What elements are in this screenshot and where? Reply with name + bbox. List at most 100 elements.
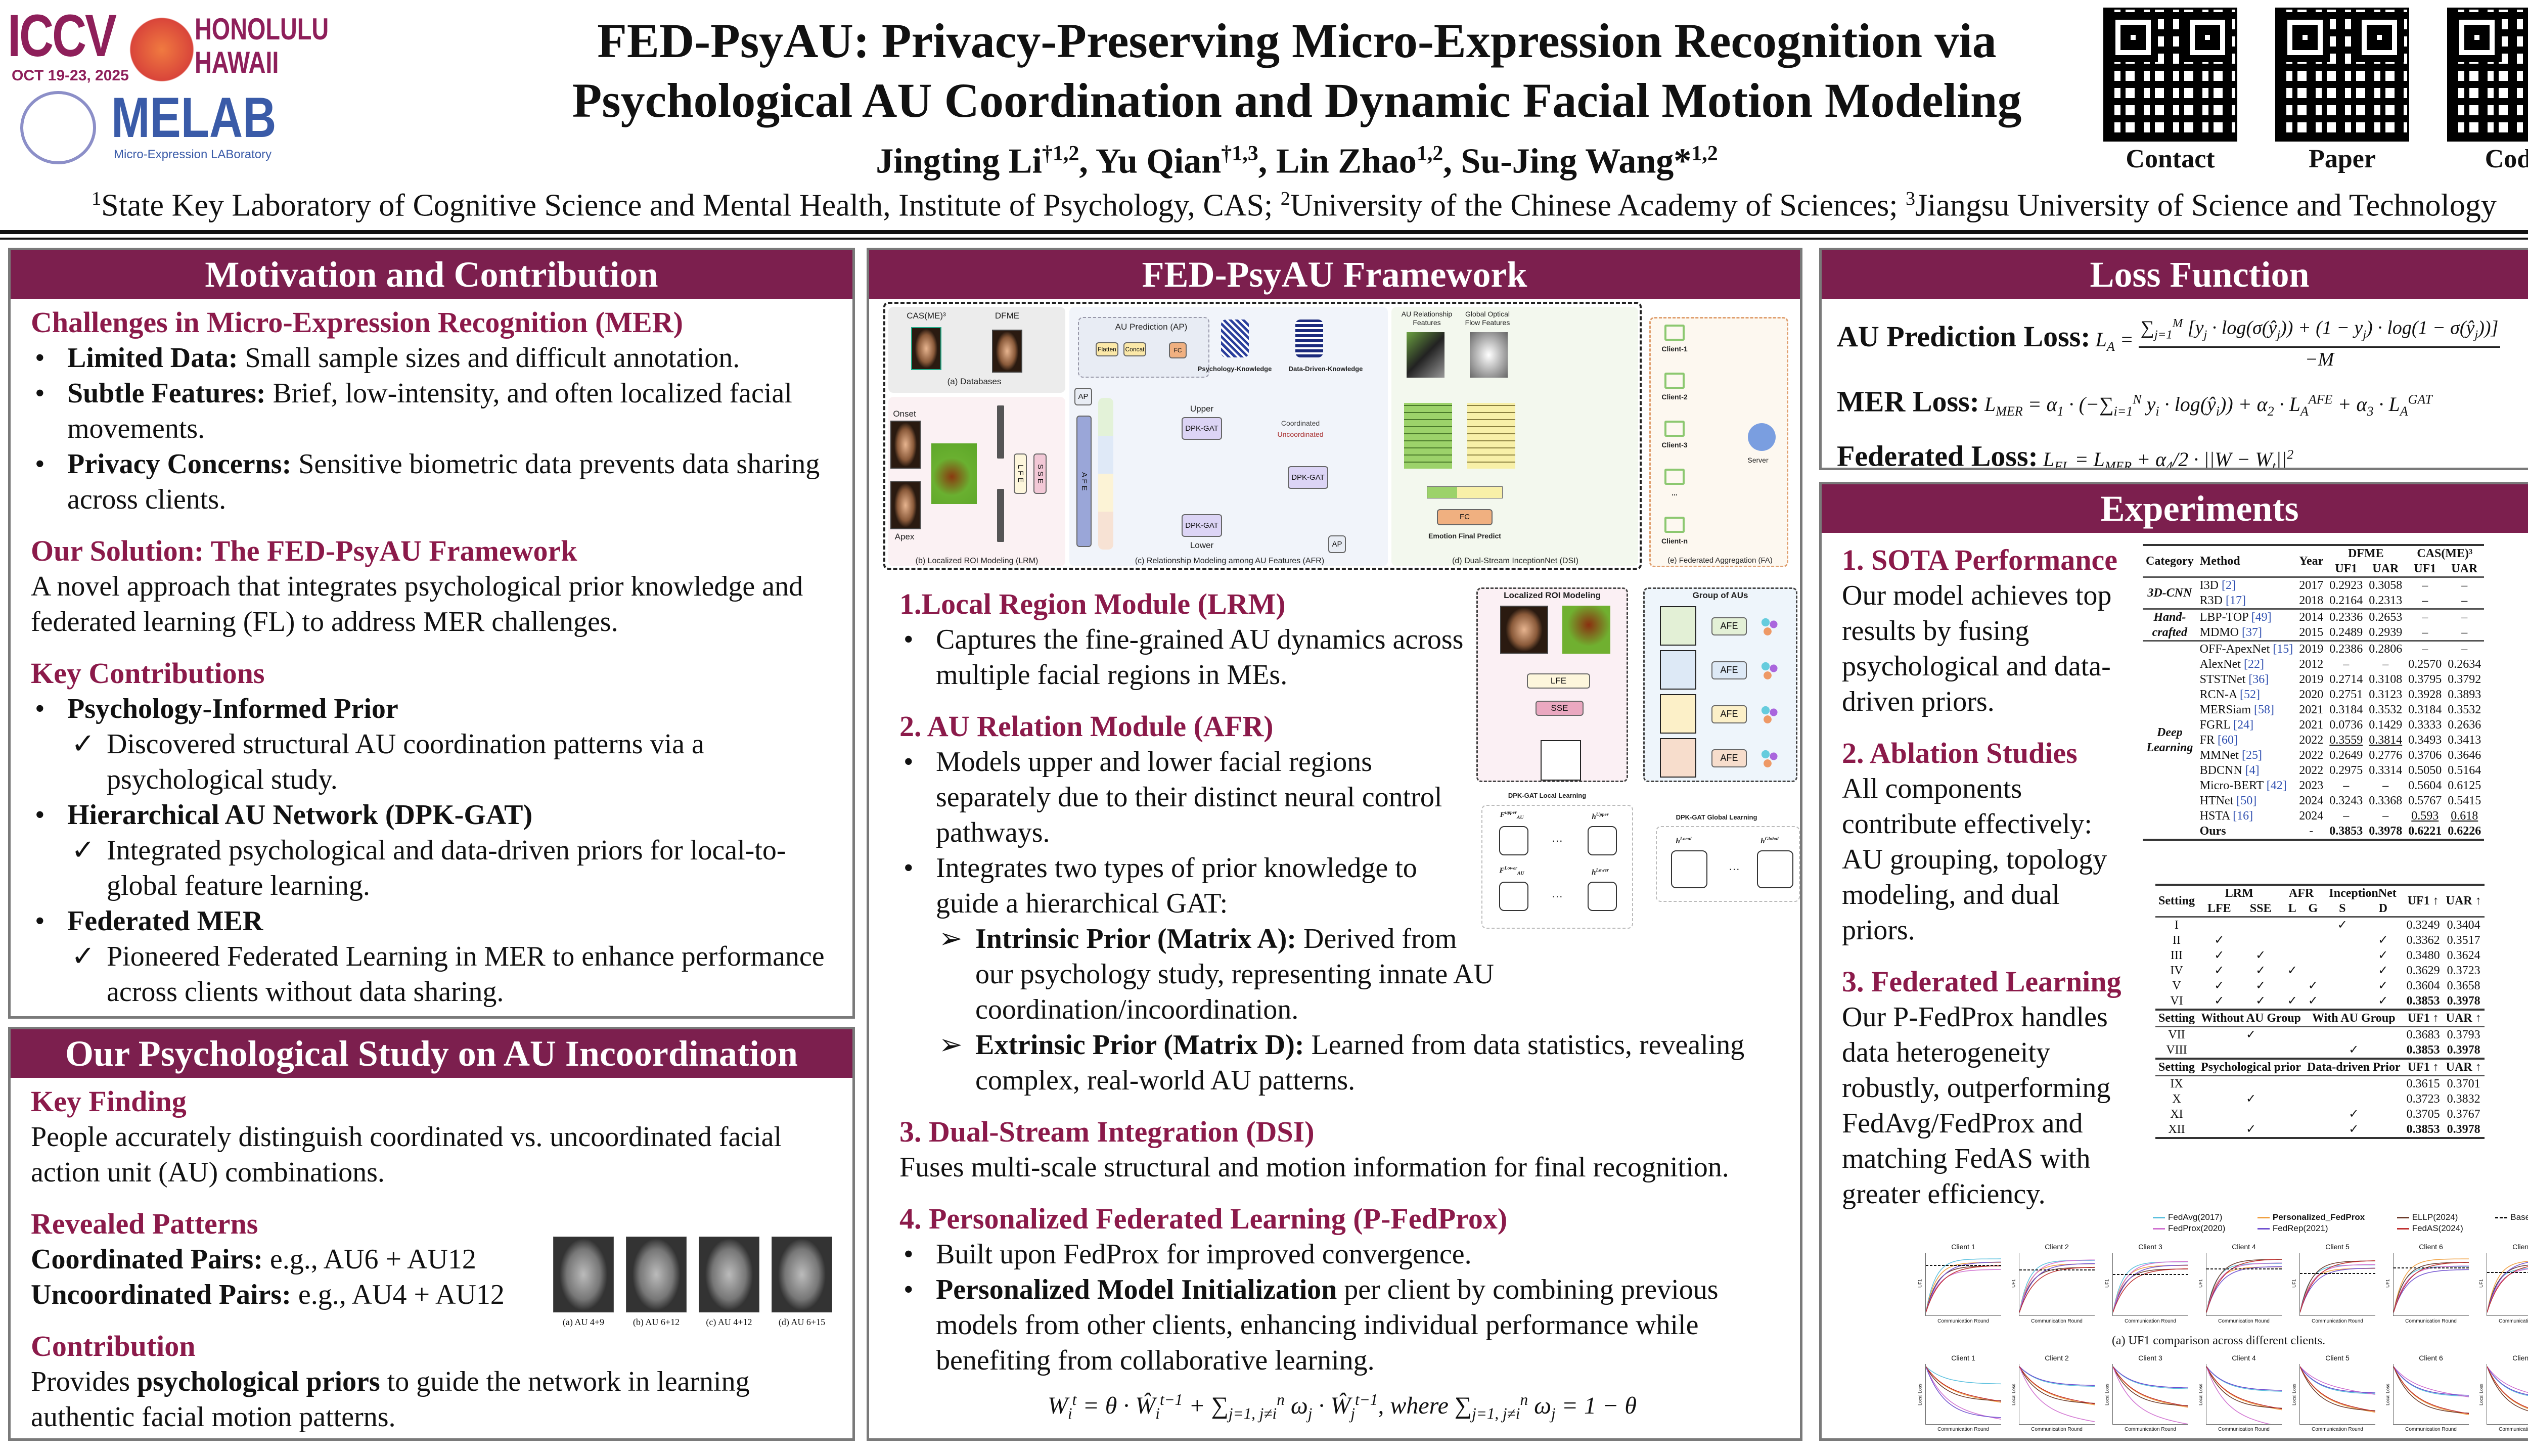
x-axis-label: Communication Round	[1937, 1318, 1989, 1324]
table-cell: IV	[2170, 964, 2183, 977]
dpk-gat-upper: DPK-GAT	[1182, 417, 1222, 440]
study-panel: Our Psychological Study on AU Incoordina…	[8, 1027, 855, 1441]
series-line	[1926, 1258, 2001, 1313]
method-name: Ours	[2199, 825, 2226, 838]
series-line	[1926, 1366, 2001, 1385]
table-cell: ✓	[2245, 1123, 2256, 1136]
item-text: Pioneered Federated Learning in MER to e…	[107, 941, 825, 1008]
table-cell: RCN-A [52]	[2197, 687, 2296, 702]
table-cell: –	[2422, 611, 2428, 624]
table-cell	[2304, 1091, 2404, 1107]
table-cell: UF1 ↑	[2407, 1012, 2439, 1025]
table-cell: 0.2939	[2369, 626, 2403, 639]
au-feature-maps	[1407, 332, 1444, 378]
loss-lhs: LA =	[2095, 328, 2134, 354]
server-label: Server	[1747, 456, 1769, 464]
plot-title: Client 5	[2325, 1354, 2350, 1362]
table-cell: 2021	[2299, 718, 2324, 732]
psychology-matrix	[1221, 320, 1249, 357]
table-cell: 0.3249	[2406, 919, 2440, 932]
x-axis-label: Communication Round	[2499, 1318, 2528, 1324]
table-cell: 0.3853	[2406, 1123, 2440, 1136]
legend-swatch	[2397, 1228, 2409, 1230]
concat-block: Concat	[1123, 342, 1146, 356]
au-relationship-label: AU Relationship Features	[1401, 310, 1453, 327]
table-cell: 0.593	[2411, 809, 2439, 823]
title-line-1: FED-PsyAU: Privacy-Preserving Micro-Expr…	[597, 14, 1997, 68]
section-heading: Our Solution: The FED-PsyAU Framework	[31, 534, 577, 567]
table-cell: SSE	[2249, 902, 2272, 915]
item-label: Federated MER	[67, 905, 263, 937]
client-plot	[1925, 1253, 2001, 1316]
client-plot	[2487, 1253, 2528, 1316]
db-caption: (a) Databases	[947, 377, 1002, 386]
table-cell	[2198, 917, 2241, 933]
table-cell: ✓	[2308, 994, 2318, 1008]
list-item: Built upon FedProx for improved converge…	[899, 1237, 1785, 1272]
table-cell: Psychological prior	[2201, 1061, 2301, 1074]
fc-final: FC	[1437, 509, 1493, 525]
plot-title: Client 7	[2512, 1354, 2528, 1362]
plot-title: Client 2	[2045, 1243, 2069, 1251]
legend-swatch	[2257, 1217, 2270, 1219]
table-cell	[2304, 948, 2322, 963]
legend-item: Personalized_FedProx	[2257, 1212, 2389, 1222]
table-cell: HTNet [50]	[2197, 793, 2296, 808]
melab-logo: MELAB Micro-Expression LABoratory	[20, 89, 283, 167]
table-cell	[2304, 963, 2322, 978]
series-line	[2487, 1261, 2528, 1313]
series-line	[2394, 1366, 2469, 1415]
panel-title: Experiments	[1822, 484, 2528, 533]
place-city: HONOLULU	[195, 12, 329, 46]
client-plot	[2019, 1364, 2095, 1425]
ap-block-small: AP	[1074, 388, 1092, 405]
table-cell: Micro-BERT [42]	[2197, 778, 2296, 793]
section-heading: Key Finding	[31, 1085, 187, 1118]
data-driven-knowledge-label: Data-Driven-Knowledge	[1288, 365, 1363, 373]
poster-title: FED-PsyAU: Privacy-Preserving Micro-Expr…	[354, 11, 2240, 130]
table-cell: ✓	[2214, 979, 2225, 992]
contact-qr-code[interactable]	[2103, 8, 2237, 142]
table-cell	[2322, 963, 2363, 978]
ap-title: AU Prediction (AP)	[1115, 322, 1188, 332]
client-plot	[2206, 1364, 2282, 1425]
table-cell: ✓	[2378, 979, 2388, 992]
series-line	[2019, 1260, 2095, 1313]
series-line	[2300, 1366, 2375, 1394]
title-line-2: Psychological AU Coordination and Dynami…	[572, 73, 2022, 127]
table-cell: S	[2339, 902, 2346, 915]
header-divider	[0, 230, 2528, 234]
table-cell: ✓	[2255, 979, 2266, 992]
plot-title: Client 1	[1951, 1243, 1975, 1251]
series-line	[2019, 1366, 2095, 1387]
paper-qr-code[interactable]	[2275, 8, 2409, 142]
fc-block: FC	[1169, 342, 1187, 358]
series-line	[2113, 1366, 2188, 1424]
table-cell	[2363, 917, 2404, 933]
client-plot	[2112, 1364, 2188, 1425]
author-affiliation-mark: 1,2	[1416, 142, 1443, 165]
item-text: Small sample sizes and difficult annotat…	[238, 342, 740, 374]
table-cell: III	[2171, 949, 2183, 962]
code-qr-code[interactable]	[2447, 8, 2528, 142]
client-monitor-icon	[1664, 373, 1685, 389]
table-cell: 0.2975	[2329, 764, 2363, 777]
table-cell: –	[2382, 809, 2389, 823]
iccv-logo-text: ICCV	[8, 3, 117, 69]
table-cell: –	[2382, 658, 2389, 671]
table-cell: 0.3706	[2408, 749, 2442, 762]
table-cell: L	[2288, 902, 2296, 915]
citation-ref: [42]	[2266, 779, 2287, 792]
table-cell: 2024	[2299, 794, 2324, 807]
client-label: Client-3	[1661, 441, 1688, 449]
